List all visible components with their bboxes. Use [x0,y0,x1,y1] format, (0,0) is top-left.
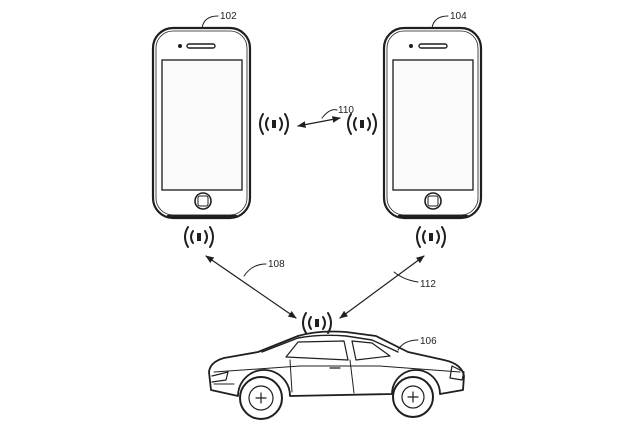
leader-line [397,339,419,351]
label-112: 112 [420,279,436,290]
label-106: 106 [420,336,437,347]
link-arrow-phones [297,116,341,128]
phone-right [382,26,483,220]
phone-left [151,26,252,220]
label-110: 110 [338,105,354,116]
leader-line [431,15,449,29]
car [208,330,465,420]
home-button-icon [424,192,442,210]
speaker-slot-icon [418,43,448,49]
camera-icon [178,44,182,48]
wireless-signal-icon [184,226,214,248]
wireless-signal-icon [259,113,289,135]
leader-line [393,271,419,283]
wireless-signal-icon [302,312,332,334]
leader-line [201,15,219,29]
link-arrow-left-car [205,255,297,319]
wireless-signal-icon [347,113,377,135]
speaker-slot-icon [186,43,216,49]
camera-icon [409,44,413,48]
car-rear-wheel [392,376,434,418]
label-108: 108 [268,259,285,270]
car-front-wheel [239,376,283,420]
link-arrow-right-car [339,255,425,319]
wireless-signal-icon [416,226,446,248]
label-102: 102 [220,11,237,22]
leader-line [243,263,267,277]
leader-line [321,109,338,119]
car-front-window [285,340,349,361]
car-rear-window [351,340,391,361]
label-104: 104 [450,11,467,22]
home-button-icon [194,192,212,210]
